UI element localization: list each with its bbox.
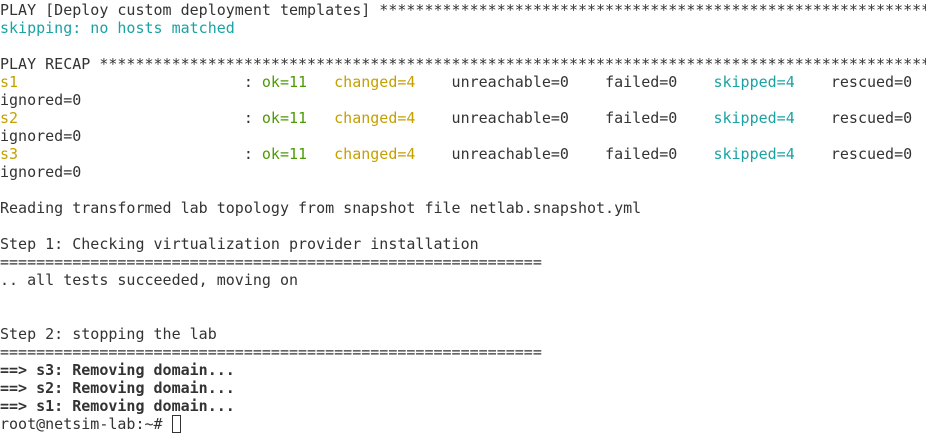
terminal-line: Step 2: stopping the lab [0, 325, 926, 343]
terminal-text: PLAY [Deploy custom deployment templates… [0, 1, 926, 19]
terminal-text: skipping: no hosts matched [0, 19, 235, 37]
terminal-line: root@netsim-lab:~# [0, 415, 926, 433]
terminal-line: ==> s2: Removing domain... [0, 379, 926, 397]
terminal-line: skipping: no hosts matched [0, 19, 926, 37]
terminal-line [0, 181, 926, 199]
terminal-text: rescued=0 [794, 145, 913, 163]
terminal-text: ignored=0 [0, 91, 82, 109]
terminal-text: : [18, 109, 262, 127]
terminal-text [307, 73, 334, 91]
terminal-text: Step 2: stopping the lab [0, 325, 217, 343]
terminal-text: ignored=0 [0, 163, 82, 181]
terminal-text: skipped=4 [713, 73, 795, 91]
terminal-text: changed=4 [334, 109, 416, 127]
terminal-text: changed=4 [334, 145, 416, 163]
terminal-line: ignored=0 [0, 163, 926, 181]
terminal-line [0, 217, 926, 235]
terminal-text: .. all tests succeeded, moving on [0, 271, 299, 289]
terminal-line: ==> s1: Removing domain... [0, 397, 926, 415]
terminal-line [0, 307, 926, 325]
terminal-text [307, 109, 334, 127]
terminal-text: unreachable=0 failed=0 [415, 109, 714, 127]
terminal-text: : [18, 145, 262, 163]
terminal-text: changed=4 [334, 73, 416, 91]
terminal-text: skipped=4 [713, 109, 795, 127]
terminal-text [307, 145, 334, 163]
terminal-line: ========================================… [0, 253, 926, 271]
terminal-line [0, 289, 926, 307]
terminal-line: ignored=0 [0, 91, 926, 109]
terminal-text: rescued=0 [794, 109, 913, 127]
terminal-line: .. all tests succeeded, moving on [0, 271, 926, 289]
terminal-text: rescued=0 [794, 73, 913, 91]
terminal-line: ignored=0 [0, 127, 926, 145]
terminal-text: Reading transformed lab topology from sn… [0, 199, 642, 217]
terminal-text: Step 1: Checking virtualization provider… [0, 235, 479, 253]
terminal-text: : [18, 73, 262, 91]
terminal-text: ok=11 [261, 145, 308, 163]
terminal-line: s1 : ok=11 changed=4 unreachable=0 faile… [0, 73, 926, 91]
terminal-text: ==> s1: Removing domain... [0, 397, 235, 415]
terminal-text: ==> s3: Removing domain... [0, 361, 235, 379]
terminal-line: Reading transformed lab topology from sn… [0, 199, 926, 217]
terminal-text: s1 [0, 73, 19, 91]
terminal-text: skipped=4 [713, 145, 795, 163]
terminal-text: unreachable=0 failed=0 [415, 145, 714, 163]
terminal-text: ok=11 [261, 73, 308, 91]
terminal-line: PLAY [Deploy custom deployment templates… [0, 1, 926, 19]
terminal-text: ignored=0 [0, 127, 82, 145]
terminal-cursor[interactable] [171, 415, 181, 433]
terminal-line: Step 1: Checking virtualization provider… [0, 235, 926, 253]
terminal-line [0, 37, 926, 55]
terminal-text: s3 [0, 145, 19, 163]
terminal-line: ========================================… [0, 343, 926, 361]
terminal-text: PLAY RECAP *****************************… [0, 55, 926, 73]
terminal-line: s2 : ok=11 changed=4 unreachable=0 faile… [0, 109, 926, 127]
terminal-text: unreachable=0 failed=0 [415, 73, 714, 91]
terminal-text: s2 [0, 109, 19, 127]
terminal-line: s3 : ok=11 changed=4 unreachable=0 faile… [0, 145, 926, 163]
terminal-text: ==> s2: Removing domain... [0, 379, 235, 397]
terminal-text: ========================================… [0, 253, 542, 271]
terminal-text: ok=11 [261, 109, 308, 127]
terminal-text: ========================================… [0, 343, 542, 361]
terminal-text: root@netsim-lab:~# [0, 415, 172, 433]
terminal-line: ==> s3: Removing domain... [0, 361, 926, 379]
terminal-line: PLAY RECAP *****************************… [0, 55, 926, 73]
